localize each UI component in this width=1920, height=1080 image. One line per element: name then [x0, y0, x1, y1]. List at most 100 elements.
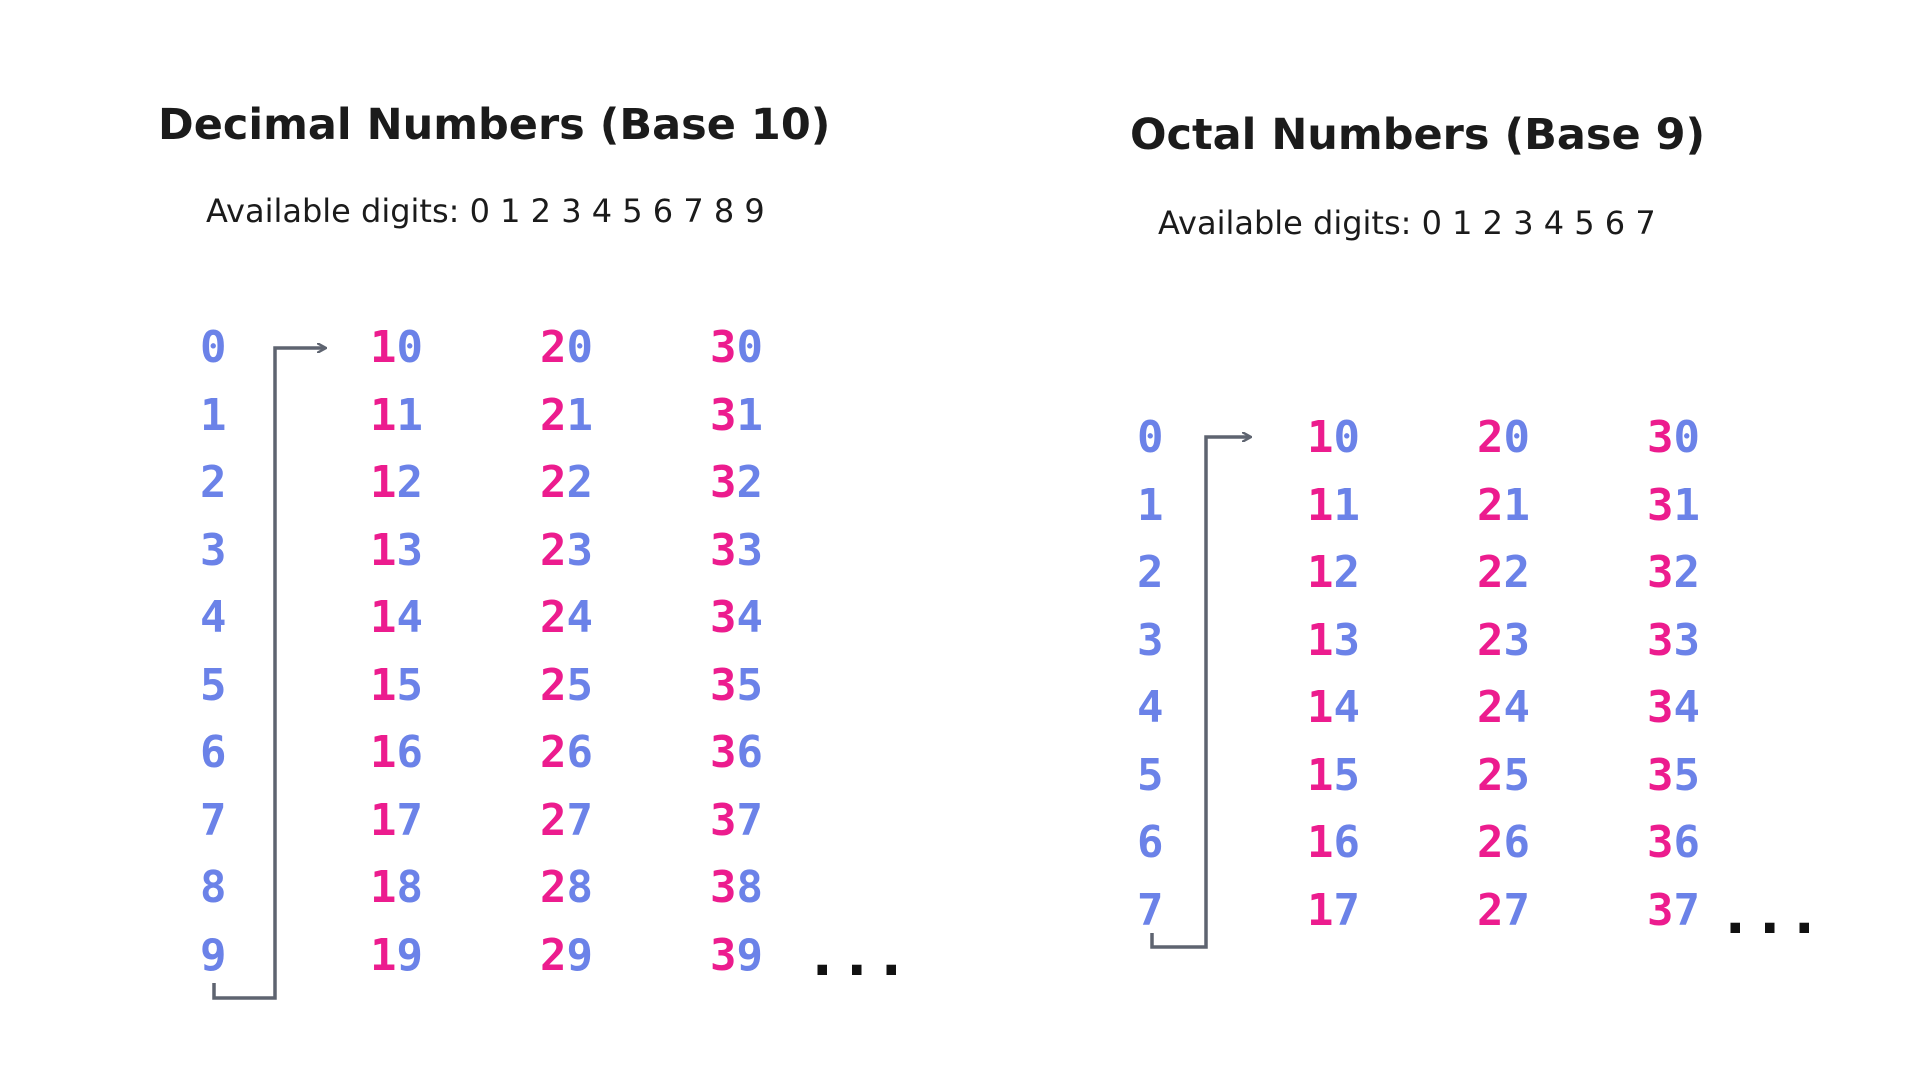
high-digit: 1 — [370, 322, 397, 373]
decimal-number-cell: 35 — [710, 663, 763, 708]
decimal-number-cell: 6 — [200, 731, 227, 775]
low-digit: 3 — [1137, 614, 1164, 666]
high-digit: 1 — [1307, 412, 1334, 463]
high-digit: 2 — [1477, 884, 1504, 936]
octal-number-cell: 10 — [1307, 416, 1360, 460]
octal-number-cell: 13 — [1307, 618, 1360, 663]
low-digit: 2 — [736, 457, 764, 508]
decimal-number-cell: 20 — [540, 326, 593, 370]
low-digit: 6 — [396, 727, 424, 778]
high-digit: 1 — [1307, 547, 1334, 598]
decimal-rollover-arrow — [212, 348, 325, 1000]
octal-number-cell: 0 — [1137, 416, 1164, 460]
low-digit: 0 — [200, 322, 227, 373]
high-digit: 1 — [1307, 884, 1334, 936]
octal-ellipsis: ... — [1725, 883, 1829, 946]
low-digit: 4 — [1503, 682, 1531, 733]
decimal-number-cell: 25 — [540, 663, 593, 708]
decimal-number-cell: 39 — [710, 933, 763, 978]
decimal-number-cell: 16 — [370, 731, 423, 775]
low-digit: 7 — [1503, 884, 1531, 936]
low-digit: 0 — [736, 322, 764, 373]
decimal-number-cell: 15 — [370, 663, 423, 708]
low-digit: 4 — [736, 592, 764, 643]
decimal-number-cell: 36 — [710, 731, 763, 775]
high-digit: 1 — [370, 929, 397, 981]
low-digit: 0 — [1333, 412, 1361, 463]
octal-number-cell: 32 — [1647, 551, 1700, 595]
low-digit: 8 — [396, 862, 424, 913]
high-digit: 3 — [710, 727, 737, 778]
octal-number-cell: 17 — [1307, 888, 1360, 933]
high-digit: 1 — [1307, 614, 1334, 666]
low-digit: 4 — [1333, 682, 1361, 733]
low-digit: 9 — [396, 929, 424, 981]
octal-number-cell: 34 — [1647, 686, 1700, 730]
octal-number-cell: 6 — [1137, 821, 1164, 865]
high-digit: 2 — [540, 727, 567, 778]
high-digit: 3 — [1647, 884, 1674, 936]
octal-number-cell: 22 — [1477, 551, 1530, 595]
low-digit: 6 — [566, 727, 594, 778]
high-digit: 1 — [370, 592, 397, 643]
decimal-number-cell: 32 — [710, 461, 763, 505]
octal-number-cell: 7 — [1137, 888, 1164, 933]
decimal-number-cell: 23 — [540, 528, 593, 573]
decimal-number-cell: 38 — [710, 866, 763, 910]
octal-number-cell: 30 — [1647, 416, 1700, 460]
low-digit: 2 — [396, 457, 424, 508]
low-digit: 1 — [396, 389, 424, 441]
high-digit: 2 — [1477, 614, 1504, 666]
low-digit: 5 — [1503, 749, 1531, 801]
decimal-ellipsis: ... — [812, 925, 916, 988]
high-digit: 2 — [1477, 682, 1504, 733]
low-digit: 7 — [1137, 884, 1164, 936]
high-digit: 2 — [540, 659, 567, 711]
low-digit: 2 — [200, 457, 227, 508]
decimal-number-cell: 19 — [370, 933, 423, 978]
octal-number-cell: 23 — [1477, 618, 1530, 663]
low-digit: 5 — [1333, 749, 1361, 801]
low-digit: 5 — [396, 659, 424, 711]
low-digit: 8 — [566, 862, 594, 913]
low-digit: 5 — [200, 659, 227, 711]
high-digit: 3 — [710, 457, 737, 508]
high-digit: 2 — [1477, 412, 1504, 463]
low-digit: 7 — [1673, 884, 1701, 936]
decimal-number-cell: 9 — [200, 933, 227, 978]
low-digit: 3 — [1673, 614, 1701, 666]
decimal-number-cell: 34 — [710, 596, 763, 640]
low-digit: 2 — [1503, 547, 1531, 598]
high-digit: 2 — [1477, 479, 1504, 531]
octal-number-cell: 1 — [1137, 483, 1164, 528]
low-digit: 3 — [736, 524, 764, 576]
decimal-number-cell: 0 — [200, 326, 227, 370]
decimal-number-cell: 13 — [370, 528, 423, 573]
octal-number-cell: 12 — [1307, 551, 1360, 595]
high-digit: 2 — [540, 929, 567, 981]
low-digit: 6 — [1333, 817, 1361, 868]
low-digit: 4 — [200, 592, 227, 643]
high-digit: 3 — [710, 659, 737, 711]
decimal-number-cell: 31 — [710, 393, 763, 438]
octal-number-cell: 21 — [1477, 483, 1530, 528]
octal-number-cell: 2 — [1137, 551, 1164, 595]
low-digit: 1 — [566, 389, 594, 441]
decimal-number-cell: 37 — [710, 798, 763, 843]
high-digit: 2 — [540, 794, 567, 846]
low-digit: 6 — [1503, 817, 1531, 868]
high-digit: 3 — [710, 322, 737, 373]
octal-available-digits: Available digits: 0 1 2 3 4 5 6 7 — [1158, 204, 1656, 242]
low-digit: 5 — [1673, 749, 1701, 801]
low-digit: 7 — [736, 794, 764, 846]
octal-title: Octal Numbers (Base 9) — [1130, 110, 1706, 160]
high-digit: 2 — [1477, 547, 1504, 598]
high-digit: 2 — [1477, 817, 1504, 868]
high-digit: 2 — [540, 592, 567, 643]
octal-number-cell: 24 — [1477, 686, 1530, 730]
high-digit: 1 — [1307, 479, 1334, 531]
low-digit: 8 — [736, 862, 764, 913]
low-digit: 5 — [566, 659, 594, 711]
high-digit: 1 — [370, 389, 397, 441]
high-digit: 2 — [540, 389, 567, 441]
